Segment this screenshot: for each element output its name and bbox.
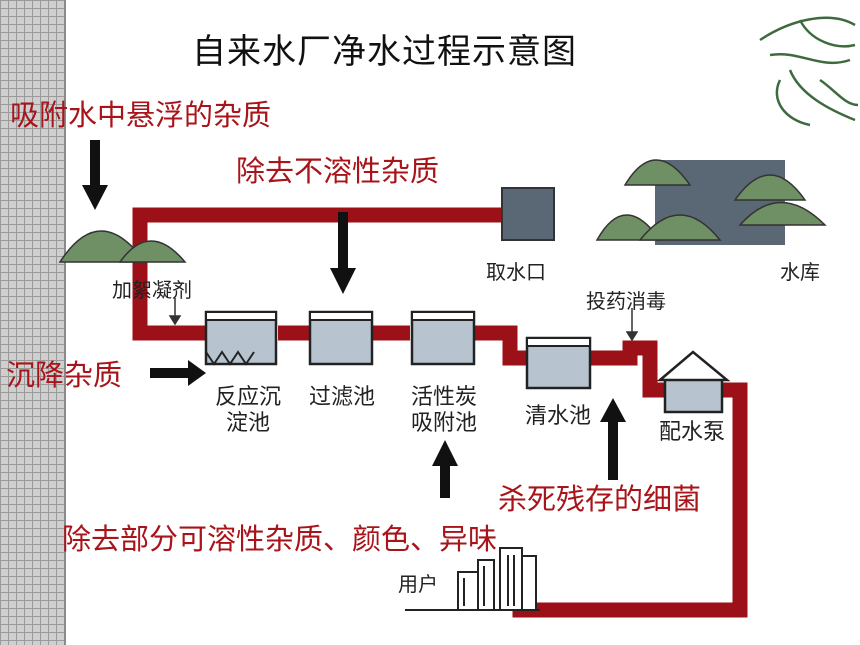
label-pump: 配水泵 [658,420,725,445]
label-sedimentation-line2: 淀池 [225,411,270,436]
arrow-carbon-up [432,440,458,498]
label-user: 用户 [398,572,438,596]
annotation-remove-insoluble: 除去不溶性杂质 [236,154,440,188]
intake-box [501,187,555,241]
arrow-adsorb [82,140,108,210]
grid-background-strip [0,0,66,645]
annotation-remove-soluble: 除去部分可溶性杂质、颜色、异味 [62,522,498,556]
user-buildings [405,547,540,611]
coagulant-mound [58,230,187,263]
arrow-settle [150,360,206,386]
label-clear-water: 清水池 [524,404,591,429]
arrow-kill-up [600,398,626,480]
arrow-insoluble [330,212,356,294]
label-carbon-line2: 吸附池 [410,411,477,436]
label-sedimentation: 反应沉 淀池 [206,385,290,437]
label-coagulant: 加絮凝剂 [112,278,192,302]
carbon-tank [410,310,476,366]
decorative-ornament [759,16,859,127]
disinfect-arrow [625,308,639,342]
pump-house [656,350,731,414]
label-intake: 取水口 [486,260,546,284]
annotation-kill-bacteria: 杀死残存的细菌 [498,482,702,516]
annotation-adsorb: 吸附水中悬浮的杂质 [10,98,272,132]
reservoir-illustration [595,159,827,245]
coagulant-arrow [168,298,182,326]
filter-tank [308,310,374,366]
sedimentation-tank [204,310,278,366]
diagram-title: 自来水厂净水过程示意图 [192,32,577,72]
label-carbon-line1: 活性炭 [410,385,477,410]
label-reservoir: 水库 [780,260,820,284]
label-filter: 过滤池 [308,385,375,410]
label-disinfect: 投药消毒 [586,289,666,313]
label-sedimentation-line1: 反应沉 [214,385,281,410]
label-carbon: 活性炭 吸附池 [404,385,484,437]
annotation-settle: 沉降杂质 [6,358,123,392]
clear-water-tank [525,336,592,390]
